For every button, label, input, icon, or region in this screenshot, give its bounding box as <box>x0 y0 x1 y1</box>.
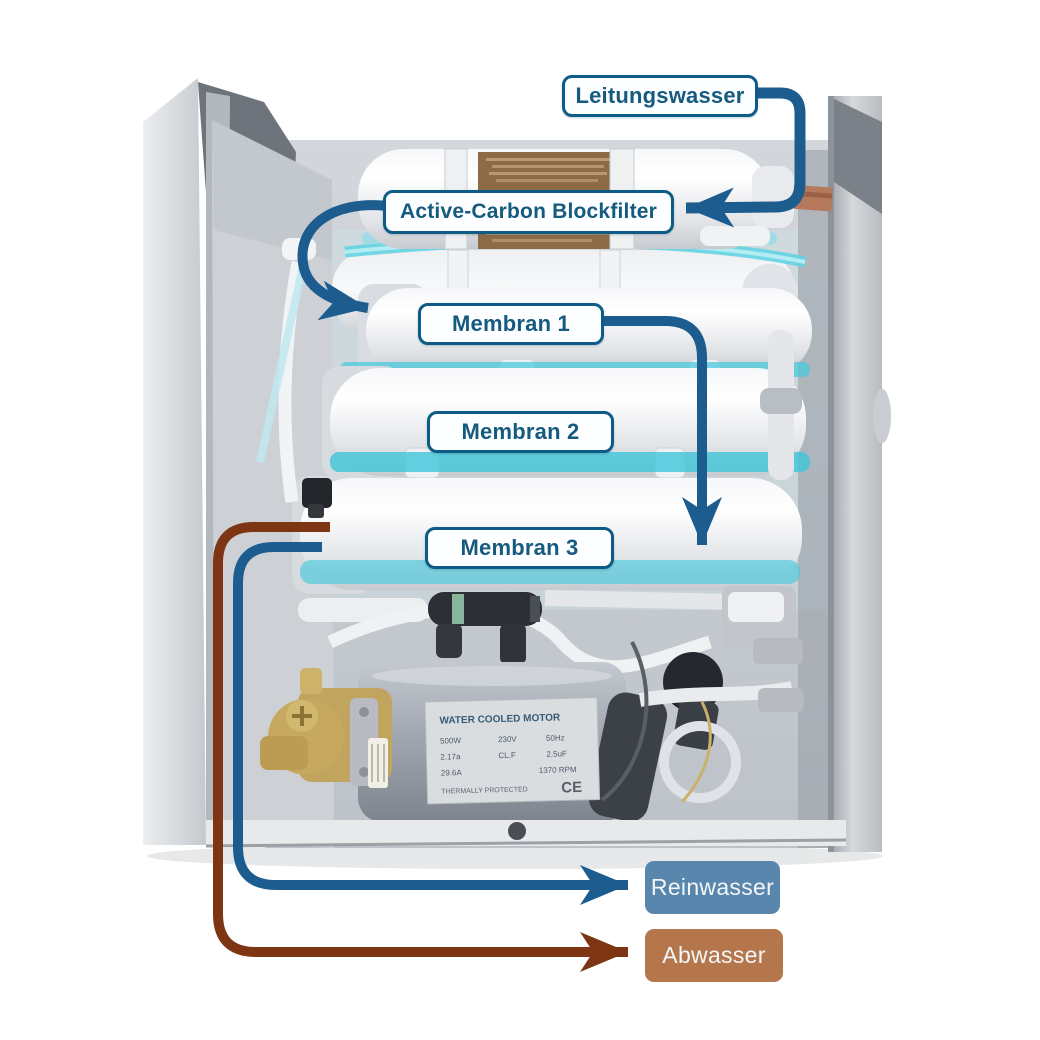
motor-spec-plate: WATER COOLED MOTOR 500W 230V 50Hz 2.17a … <box>424 696 601 805</box>
svg-text:500W: 500W <box>440 736 462 746</box>
svg-text:50Hz: 50Hz <box>546 733 565 742</box>
arrow-tap-to-carbon <box>685 87 806 228</box>
svg-text:1370 RPM: 1370 RPM <box>539 765 577 775</box>
arrow-membrane1-down <box>598 316 722 545</box>
motor-plate-title: WATER COOLED MOTOR <box>439 712 561 726</box>
svg-text:2.5uF: 2.5uF <box>546 749 567 759</box>
svg-text:2.17a: 2.17a <box>440 752 461 762</box>
label-membran-1: Membran 1 <box>418 303 604 345</box>
svg-text:29.6A: 29.6A <box>441 768 463 778</box>
case-left-panel <box>143 78 334 848</box>
brass-pump-valve <box>260 668 392 788</box>
svg-text:CL.F: CL.F <box>498 751 516 760</box>
manifold-tubes <box>298 586 796 674</box>
ce-mark: CE <box>561 779 582 797</box>
label-leitungswasser: Leitungswasser <box>562 75 758 117</box>
case-right-door <box>787 96 891 852</box>
arrow-waste-water <box>213 522 628 972</box>
label-membran-2: Membran 2 <box>427 411 614 453</box>
arrow-clean-water <box>233 542 628 905</box>
motor-plate-footer: THERMALLY PROTECTED <box>441 786 528 795</box>
arrow-carbon-to-membrane1 <box>297 200 389 321</box>
box-reinwasser: Reinwasser <box>645 861 780 914</box>
box-abwasser: Abwasser <box>645 929 783 982</box>
label-membran-3: Membran 3 <box>425 527 614 569</box>
black-tee-valve <box>428 592 542 664</box>
label-active-carbon-blockfilter: Active-Carbon Blockfilter <box>383 190 674 234</box>
case-base <box>205 820 847 848</box>
svg-text:230V: 230V <box>498 735 518 745</box>
